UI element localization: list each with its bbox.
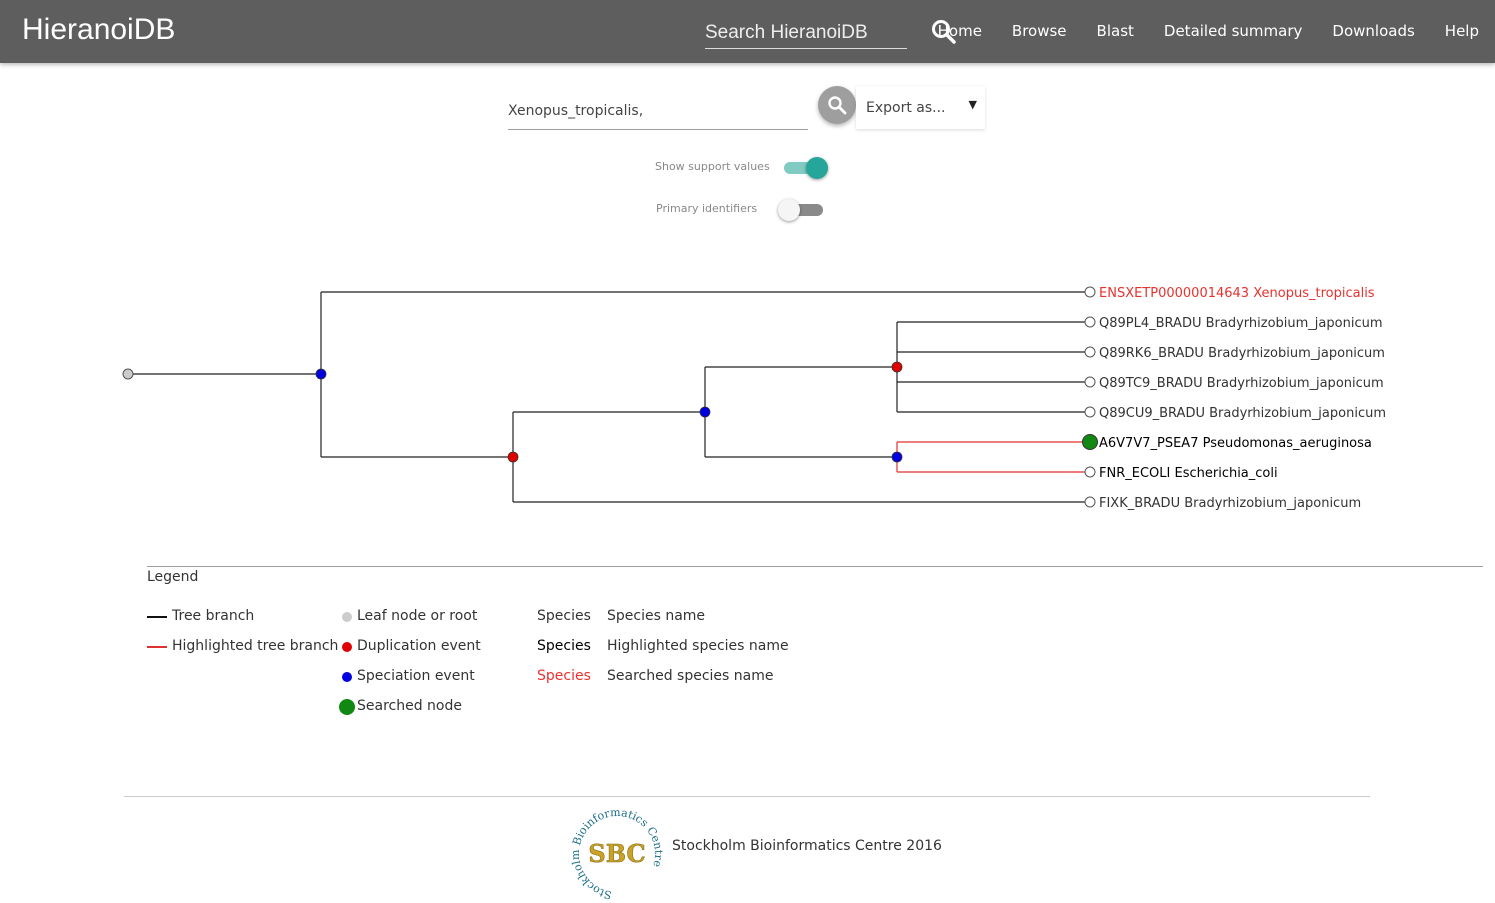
support-values-toggle[interactable]	[784, 157, 828, 179]
leaf-node[interactable]	[1084, 496, 1096, 508]
nav-browse-link[interactable]: Browse	[1011, 22, 1067, 40]
footer-divider	[124, 796, 1370, 797]
nav-links: Home Browse Blast Detailed summary Downl…	[938, 22, 1479, 40]
speciation-swatch	[342, 672, 352, 682]
leaf-node[interactable]	[1084, 376, 1096, 388]
species-sample-searched: Species	[537, 668, 591, 684]
legend-highlighted-branch: Highlighted tree branch	[172, 638, 339, 654]
nav-downloads-link[interactable]: Downloads	[1332, 22, 1415, 40]
species-search-button[interactable]	[818, 86, 856, 124]
root-node[interactable]	[122, 368, 134, 380]
toggle-knob	[778, 199, 800, 221]
nav-home-link[interactable]: Home	[937, 22, 982, 40]
leaf-label[interactable]: A6V7V7_PSEA7 Pseudomonas_aeruginosa	[1099, 436, 1372, 451]
highlighted-branches	[896, 441, 1090, 473]
leaf-node-swatch	[342, 612, 352, 622]
duplication-node[interactable]	[891, 361, 903, 373]
legend-highlighted-species: Highlighted species name	[607, 638, 789, 654]
leaf-label[interactable]: Q89PL4_BRADU Bradyrhizobium_japonicum	[1099, 316, 1383, 331]
species-sample-highlighted: Species	[537, 638, 591, 654]
nav-blast-link[interactable]: Blast	[1096, 22, 1134, 40]
leaf-node[interactable]	[1084, 466, 1096, 478]
brand-logo[interactable]: HieranoiDB	[22, 13, 176, 46]
leaf-node[interactable]	[1084, 316, 1096, 328]
export-select[interactable]: Export as... ▼	[856, 86, 985, 129]
primary-identifiers-label: Primary identifiers	[656, 202, 758, 215]
legend-divider	[147, 566, 1483, 567]
speciation-node[interactable]	[699, 406, 711, 418]
top-navbar: HieranoiDB Home Browse Blast Detailed su…	[0, 0, 1495, 63]
species-search-input[interactable]	[508, 93, 808, 130]
searched-node-swatch	[339, 699, 355, 715]
speciation-node[interactable]	[315, 368, 327, 380]
legend-searched-node: Searched node	[357, 698, 462, 714]
legend-title: Legend	[147, 569, 199, 585]
toggle-knob	[806, 157, 828, 179]
speciation-node[interactable]	[891, 451, 903, 463]
sbc-logo-text: SBC	[588, 839, 645, 868]
duplication-node[interactable]	[507, 451, 519, 463]
search-icon	[828, 96, 847, 115]
nav-help-link[interactable]: Help	[1444, 22, 1479, 40]
nav-detailed-summary-link[interactable]: Detailed summary	[1163, 22, 1303, 40]
leaf-label[interactable]: Q89RK6_BRADU Bradyrhizobium_japonicum	[1099, 346, 1385, 361]
legend-leaf-node: Leaf node or root	[357, 608, 478, 624]
searched-node[interactable]	[1082, 434, 1098, 450]
leaf-label[interactable]: FNR_ECOLI Escherichia_coli	[1099, 466, 1278, 481]
highlighted-branch-swatch	[147, 646, 167, 648]
sbc-logo: Stockholm Bioinformatics Centre SBC	[570, 808, 664, 900]
nav-search-input[interactable]	[705, 18, 907, 49]
primary-identifiers-toggle[interactable]	[778, 199, 823, 221]
duplication-swatch	[342, 642, 352, 652]
phylogenetic-tree: ENSXETP00000014643 Xenopus_tropicalis Q8…	[122, 286, 1386, 511]
search-icon[interactable]	[931, 19, 957, 45]
caret-down-icon: ▼	[968, 98, 977, 111]
leaf-node[interactable]	[1084, 286, 1096, 298]
legend-species-name: Species name	[607, 608, 706, 624]
leaf-node[interactable]	[1084, 346, 1096, 358]
tree-branch-swatch	[147, 616, 167, 618]
leaf-label[interactable]: Q89TC9_BRADU Bradyrhizobium_japonicum	[1099, 376, 1384, 391]
legend-searched-species: Searched species name	[607, 668, 774, 684]
leaf-label[interactable]: FIXK_BRADU Bradyrhizobium_japonicum	[1099, 496, 1361, 511]
leaf-label[interactable]: Q89CU9_BRADU Bradyrhizobium_japonicum	[1099, 406, 1386, 421]
export-select-label: Export as...	[866, 100, 946, 116]
legend-tree-branch: Tree branch	[172, 608, 255, 624]
legend-speciation: Speciation event	[357, 668, 475, 684]
footer-copyright: Stockholm Bioinformatics Centre 2016	[672, 838, 942, 854]
support-values-label: Show support values	[655, 160, 770, 173]
tree-branches	[128, 291, 1090, 503]
species-sample: Species	[537, 608, 591, 624]
legend-duplication: Duplication event	[357, 638, 481, 654]
leaf-label[interactable]: ENSXETP00000014643 Xenopus_tropicalis	[1099, 286, 1375, 301]
leaf-node[interactable]	[1084, 406, 1096, 418]
